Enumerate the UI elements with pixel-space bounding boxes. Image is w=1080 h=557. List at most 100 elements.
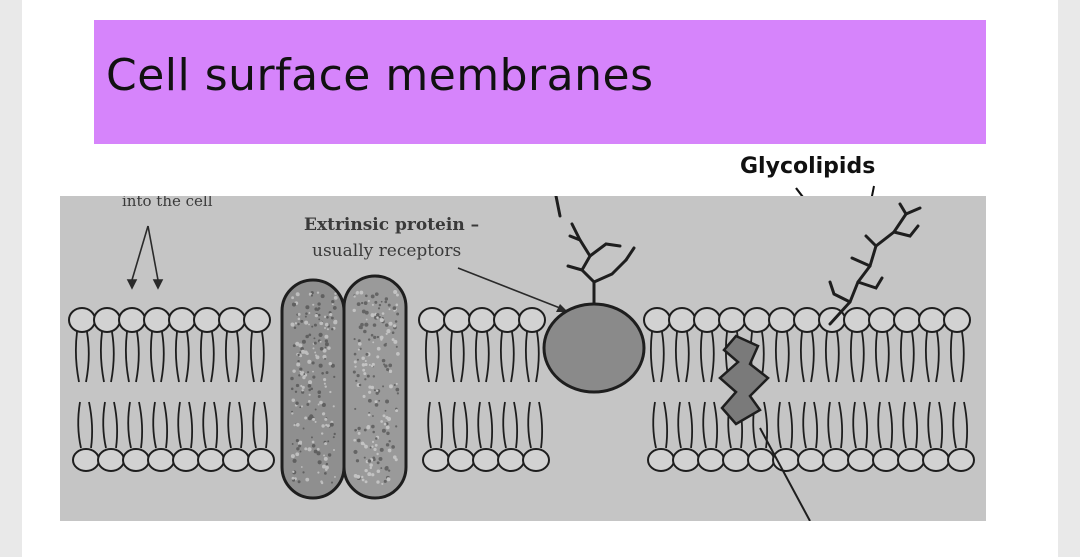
fatty-acid-tail <box>110 331 115 383</box>
protein-texture-dot <box>290 454 295 459</box>
protein-texture-dot <box>355 379 358 382</box>
fatty-acid-tail <box>688 401 694 449</box>
protein-texture-dot <box>391 331 395 334</box>
protein-texture-dot <box>393 383 396 387</box>
protein-texture-dot <box>307 383 312 388</box>
fatty-acid-tail <box>535 331 540 383</box>
protein-texture-dot <box>386 477 391 482</box>
protein-texture-dot <box>364 378 367 381</box>
protein-texture-dot <box>326 424 330 428</box>
fatty-acid-tail <box>774 331 780 383</box>
fatty-acid-tail <box>235 331 240 383</box>
protein-texture-dot <box>320 294 325 299</box>
fatty-acid-tail <box>449 331 455 383</box>
protein-texture-dot <box>375 437 378 440</box>
phospholipid-head-bottom <box>97 448 125 472</box>
glycolipids-label: Glycolipids <box>740 154 876 179</box>
protein-texture-dot <box>353 474 358 478</box>
fatty-acid-tail <box>424 331 430 383</box>
protein-texture-dot <box>323 454 325 457</box>
protein-texture-dot <box>374 400 378 404</box>
protein-texture-dot <box>387 469 391 472</box>
protein-texture-dot <box>293 326 297 330</box>
protein-texture-dot <box>310 294 313 297</box>
fatty-acid-tail <box>652 401 657 449</box>
protein-texture-dot <box>331 303 334 306</box>
protein-texture-dot <box>308 393 311 396</box>
protein-texture-dot <box>302 427 305 430</box>
protein-texture-dot <box>388 308 391 311</box>
protein-texture-dot <box>395 345 398 348</box>
fatty-acid-tail <box>877 401 882 449</box>
protein-texture-dot <box>386 367 390 372</box>
protein-texture-dot <box>366 425 371 430</box>
fatty-acid-tail <box>263 401 269 449</box>
protein-texture-dot <box>305 305 310 310</box>
protein-texture-dot <box>314 408 317 411</box>
protein-texture-dot <box>396 293 399 297</box>
protein-texture-dot <box>317 307 321 310</box>
fatty-acid-tail <box>160 331 165 383</box>
protein-texture-dot <box>308 323 310 326</box>
fatty-acid-tail <box>899 331 905 383</box>
protein-texture-dot <box>354 428 358 432</box>
fatty-acid-tail <box>538 401 544 449</box>
fatty-acid-tail <box>649 331 655 383</box>
protein-texture-dot <box>324 417 328 421</box>
protein-texture-dot <box>370 294 375 299</box>
protein-texture-dot <box>299 406 302 409</box>
protein-texture-dot <box>382 385 385 388</box>
protein-texture-dot <box>307 359 312 364</box>
intrinsic-protein-right <box>342 274 408 500</box>
protein-texture-dot <box>371 473 375 477</box>
protein-texture-dot <box>384 323 389 327</box>
protein-texture-dot <box>296 362 301 367</box>
protein-texture-dot <box>356 438 361 443</box>
protein-texture-dot <box>323 315 327 319</box>
fatty-acid-tail <box>202 401 207 449</box>
protein-texture-dot <box>298 343 303 348</box>
protein-texture-dot <box>376 355 380 359</box>
protein-texture-dot <box>357 348 360 351</box>
fatty-acid-tail <box>785 331 790 383</box>
fatty-acid-tail <box>427 401 432 449</box>
phospholipid-head-top <box>518 307 546 333</box>
fatty-acid-tail <box>252 401 257 449</box>
protein-texture-dot <box>383 479 387 483</box>
protein-texture-dot <box>395 425 398 428</box>
protein-texture-dot <box>297 359 300 363</box>
protein-texture-dot <box>316 447 320 451</box>
fatty-acid-tail <box>685 331 690 383</box>
protein-texture-dot <box>364 480 368 484</box>
protein-texture-dot <box>323 378 327 382</box>
protein-texture-dot <box>324 322 329 327</box>
protein-texture-dot <box>317 460 322 465</box>
protein-texture-dot <box>322 464 326 469</box>
protein-texture-dot <box>301 390 305 394</box>
phospholipid-head-bottom <box>72 448 100 472</box>
protein-texture-dot <box>388 363 393 368</box>
protein-texture-dot <box>316 291 320 294</box>
protein-texture-dot <box>312 375 316 379</box>
protein-texture-dot <box>362 368 366 372</box>
phospholipid-head-bottom <box>497 448 525 472</box>
protein-texture-dot <box>291 296 295 300</box>
protein-texture-dot <box>295 452 300 457</box>
protein-texture-dot <box>319 321 324 326</box>
protein-texture-dot <box>379 335 384 340</box>
phospholipid-head-top <box>693 307 721 333</box>
protein-texture-dot <box>361 478 365 482</box>
protein-texture-dot <box>321 371 324 375</box>
protein-texture-dot <box>301 339 306 344</box>
fatty-acid-tail <box>960 331 965 383</box>
protein-texture-dot <box>386 431 390 436</box>
protein-texture-dot <box>356 290 359 294</box>
fatty-acid-tail <box>499 331 505 383</box>
protein-texture-dot <box>320 432 324 435</box>
fatty-acid-tail <box>813 401 819 449</box>
fatty-acid-tail <box>824 331 830 383</box>
protein-texture-dot <box>381 428 386 433</box>
protein-texture-dot <box>321 412 326 416</box>
phospholipid-head-bottom <box>147 448 175 472</box>
fatty-acid-tail <box>249 331 255 383</box>
